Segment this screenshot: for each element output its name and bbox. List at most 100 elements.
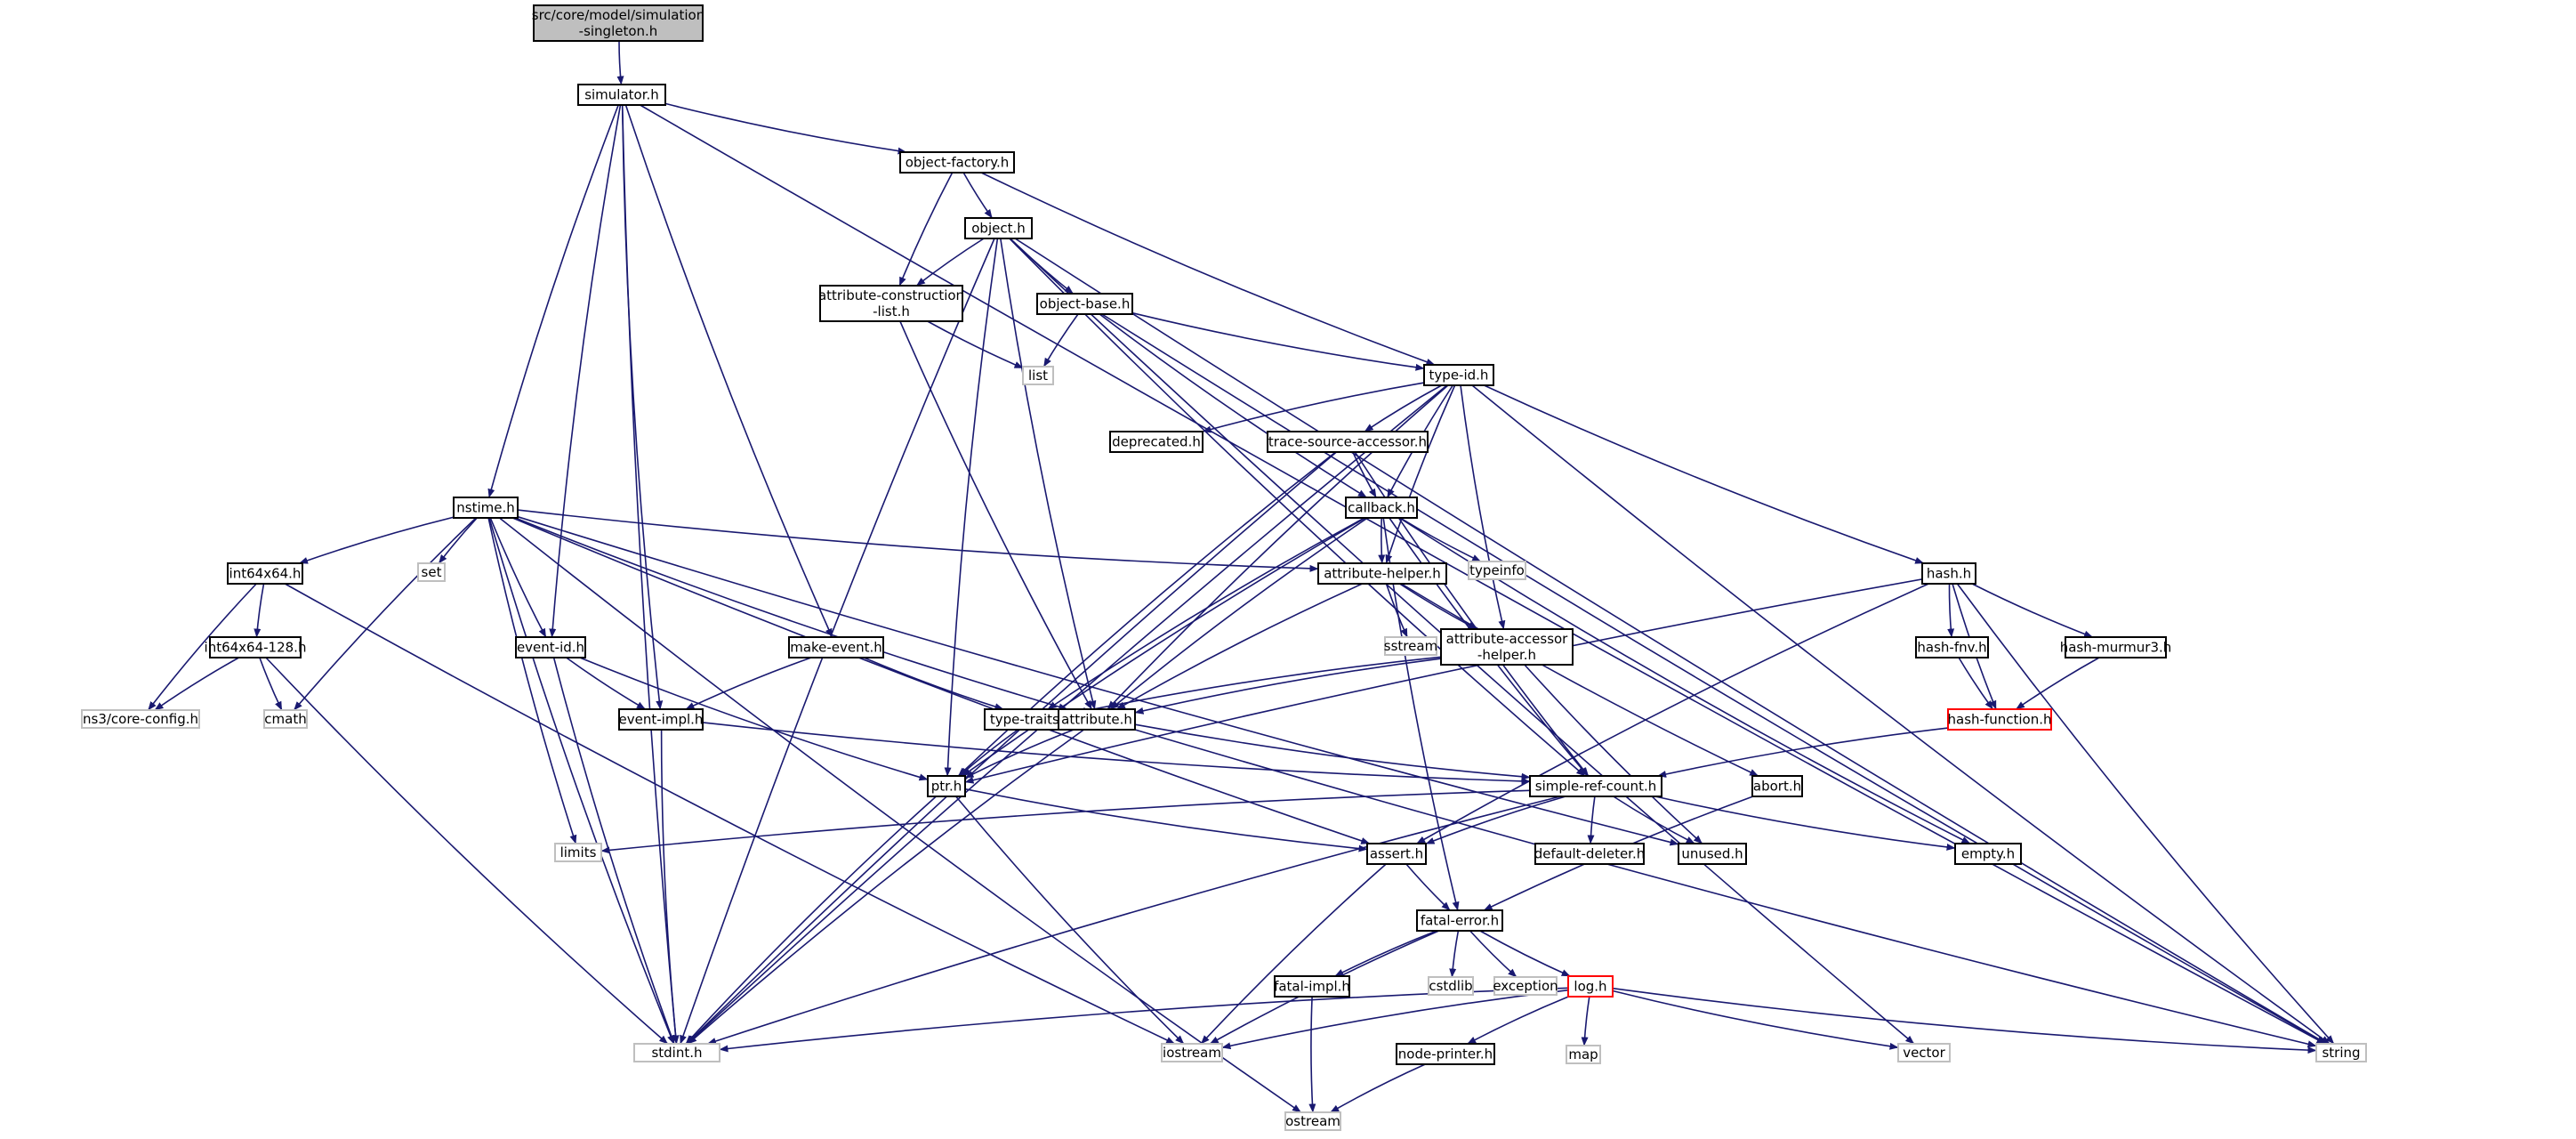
node-box [81,709,200,729]
node-label: event-impl.h [619,712,704,728]
node-box [1566,1045,1601,1064]
node-object-factory[interactable]: object-factory.h [899,151,1015,174]
node-simple-ref[interactable]: simple-ref-count.h [1529,775,1662,797]
node-unused[interactable]: unused.h [1678,843,1747,865]
node-object-base[interactable]: object-base.h [1036,293,1133,315]
node-node-printer[interactable]: node-printer.h [1396,1043,1495,1065]
edge-attr-helper-to-sstream [1385,583,1408,638]
node-attr-constr[interactable]: attribute-construction-list.h [818,285,964,322]
edge-object-factory-to-attr-constr [898,172,954,287]
edge-simulator-to-event-id [549,104,622,638]
edge-simple-ref-to-default-deleter [1587,796,1596,844]
node-hash-function[interactable]: hash-function.h [1947,708,2052,731]
edge-attr-helper-to-attr-acc [1399,583,1477,630]
node-hash-murmur[interactable]: hash-murmur3.h [2060,636,2172,658]
node-int64x64[interactable]: int64x64.h [227,562,303,585]
node-box [1440,628,1574,666]
edge-trace-src-to-callback [1352,451,1377,498]
node-abort[interactable]: abort.h [1751,775,1803,797]
node-box [1678,843,1747,865]
edge-object-to-attr-constr [916,238,985,287]
edge-callback-to-typeinfo [1399,517,1482,562]
node-attr-helper[interactable]: attribute-helper.h [1317,562,1447,585]
node-box [1423,364,1494,386]
node-box [1897,1043,1951,1062]
edge-attr-acc-to-attribute [1134,658,1442,715]
node-box [1428,976,1474,996]
edge-simple-ref-to-limits [600,789,1531,854]
node-attr-acc[interactable]: attribute-accessor-helper.h [1440,628,1574,666]
node-label: cstdlib [1429,978,1472,994]
node-make-event[interactable]: make-event.h [788,636,884,658]
node-label: limits [560,844,597,860]
node-map: map [1566,1045,1601,1064]
node-label: attribute-helper.h [1324,566,1441,582]
node-label: cmath [264,711,306,727]
edge-callback-to-attr-helper [1378,517,1386,564]
node-box [1751,775,1803,797]
node-ptr[interactable]: ptr.h [927,775,966,797]
node-box [1529,775,1662,797]
node-root[interactable]: src/core/model/simulation-singleton.h [532,4,704,42]
edge-type-id-to-trace-src [1364,384,1443,432]
edge-simple-ref-to-assert [1425,796,1566,845]
edge-simulator-to-make-event [624,104,833,638]
node-exception: exception [1493,976,1558,996]
node-label: type-id.h [1429,368,1489,384]
node-trace-src[interactable]: trace-source-accessor.h [1267,431,1429,453]
node-callback[interactable]: callback.h [1345,497,1418,519]
edge-log-to-string [1612,987,2317,1054]
edge-ptr-to-assert [964,788,1368,852]
edge-int64x64-to-int128 [254,583,265,638]
node-hash-fnv[interactable]: hash-fnv.h [1915,636,1989,658]
file-nodes: src/core/model/simulation-singleton.h sim… [81,4,2367,1131]
node-label: abort.h [1753,779,1801,795]
node-list: list [1022,366,1054,385]
node-label: iostream [1163,1045,1221,1061]
edge-make-event-to-event-impl [685,657,812,710]
node-object[interactable]: object.h [964,217,1033,239]
node-box [618,708,704,731]
node-default-deleter[interactable]: default-deleter.h [1534,843,1646,865]
edge-fatal-impl-to-ostream [1308,996,1316,1113]
node-deprecated[interactable]: deprecated.h [1109,431,1203,453]
node-box [1416,909,1503,932]
node-box [1947,708,2052,731]
edge-attr-helper-to-abort [1400,583,1759,777]
node-fatal-impl[interactable]: fatal-impl.h [1274,975,1350,998]
node-int128[interactable]: int64x64-128.h [205,636,307,658]
node-label: ptr.h [931,779,962,795]
node-box [819,285,963,322]
edge-simulator-to-string [640,104,2326,1045]
node-empty[interactable]: empty.h [1954,843,2022,865]
node-type-id[interactable]: type-id.h [1423,364,1494,386]
edge-type-id-to-deprecated [1202,382,1425,433]
node-event-id[interactable]: event-id.h [515,636,586,658]
node-label: callback.h [1348,500,1415,516]
edge-attr-acc-to-unused [1524,664,1703,844]
edge-root-to-simulator [616,40,624,85]
edge-hash-to-string [1956,583,2335,1045]
node-assert[interactable]: assert.h [1366,843,1427,865]
edge-hash-function-to-simple-ref [1657,727,1949,778]
node-box [2315,1043,2367,1062]
node-simulator[interactable]: simulator.h [577,84,666,106]
node-event-impl[interactable]: event-impl.h [618,708,704,731]
node-box [1567,975,1614,998]
node-hash[interactable]: hash.h [1921,562,1976,585]
edge-nstime-to-ostream [499,517,1301,1113]
edge-event-impl-to-simple-ref [702,722,1531,785]
node-vector: vector [1897,1043,1951,1062]
node-label: fatal-error.h [1421,913,1499,929]
node-label: simulator.h [584,87,659,103]
node-nstime[interactable]: nstime.h [453,497,519,519]
edge-nstime-to-attr-helper [517,509,1319,572]
node-fatal-error[interactable]: fatal-error.h [1416,909,1503,932]
node-cstdlib: cstdlib [1428,976,1474,996]
node-label: list [1028,368,1048,384]
node-attribute[interactable]: attribute.h [1058,708,1136,731]
node-label: ns3/core-config.h [83,711,198,727]
edge-fatal-error-to-exception [1469,930,1517,978]
edge-hash-fnv-to-hash-function [1958,657,1994,710]
node-log[interactable]: log.h [1567,975,1614,998]
